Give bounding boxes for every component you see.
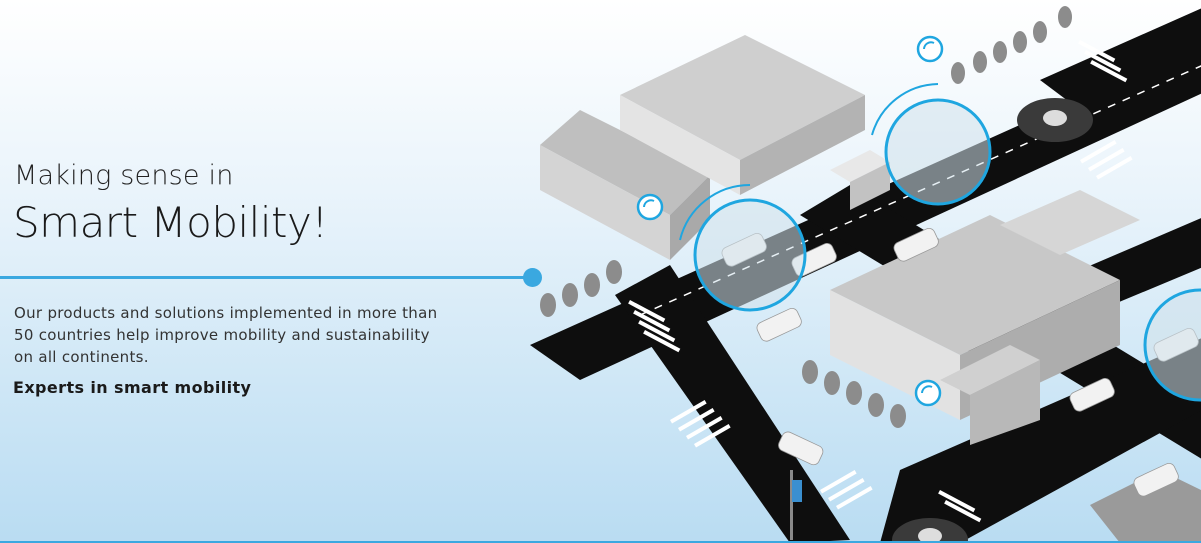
- wifi-sensor-icon-group: [636, 35, 944, 407]
- hero-kicker: Making sense in: [14, 160, 234, 191]
- hero-description: Our products and solutions implemented i…: [14, 304, 438, 366]
- hero-copy: Making sense in Smart Mobility! Our prod…: [0, 0, 542, 543]
- traffic-light-icon: [790, 470, 802, 540]
- car-icon-group: [721, 227, 1199, 497]
- bottom-accent-line: [0, 541, 1201, 543]
- divider-dot: [523, 268, 542, 287]
- sensor-zone-group: [679, 83, 1201, 402]
- tree-icon-group: [540, 6, 1072, 428]
- hero-tagline: Experts in smart mobility: [13, 378, 252, 397]
- divider-line: [0, 276, 526, 279]
- hero-headline: Smart Mobility!: [13, 198, 328, 247]
- smart-city-illustration: [530, 6, 1201, 543]
- fountain-icon-group: [892, 98, 1093, 543]
